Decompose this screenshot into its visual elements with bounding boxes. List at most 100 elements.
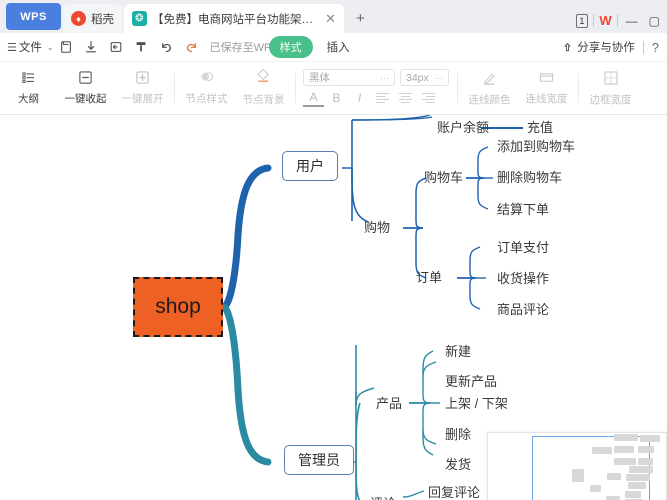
mindmap-node-remove-from-cart[interactable]: 删除购物车 [497,171,562,184]
mindmap-node-reply-comment[interactable]: 回复评论 [428,486,480,499]
ribbon-node-background-button[interactable]: 节点背景 [235,64,292,112]
undo-icon[interactable] [154,36,179,58]
mindmap-node-user-label: 用户 [296,158,324,174]
ribbon-expand-all-button[interactable]: 一键展开 [114,64,171,112]
mindmap-node-admin-label: 管理员 [298,452,340,468]
mindmap-node-order[interactable]: 订单 [416,271,442,284]
wps-home-button[interactable]: WPS [6,3,61,30]
help-icon[interactable]: ? [651,39,659,55]
tab-mindmap[interactable]: ❂ 【免费】电商网站平台功能架构图 ✕ [124,4,344,33]
font-size-value: 34px [406,71,429,84]
format-brush-icon[interactable] [129,36,154,58]
tab-docer-label: 稻壳 [91,13,114,26]
wps-brand-icon[interactable]: W [599,13,612,28]
mindmap-node-add-to-cart[interactable]: 添加到购物车 [497,140,575,153]
mindmap-node-receive-goods[interactable]: 收货操作 [497,272,549,285]
copy-icon[interactable] [54,36,79,58]
ribbon-line-width-label: 连线宽度 [525,93,568,105]
align-right-icon [422,92,435,104]
chevron-down-icon: ⌄ [46,42,54,52]
hamburger-icon: ☰ [7,41,17,54]
mindmap-node-user[interactable]: 用户 [282,151,338,181]
ribbon-line-width-button[interactable]: 连线宽度 [518,64,575,112]
mindmap-node-product-label: 产品 [376,396,403,411]
divider [174,73,175,103]
italic-button[interactable]: I [357,91,362,105]
node-background-icon [256,68,272,89]
menu-bar-right: 分享与协作 ? [561,39,667,55]
ribbon-border-width-button[interactable]: 边框宽度 [582,64,639,112]
share-button[interactable]: 分享与协作 [561,39,635,55]
align-center-button[interactable] [395,89,416,107]
mindmap-canvas[interactable]: shop 用户 管理员 账户余额 充值 购物 购物车 添加到购物车 删除购物车 … [0,115,667,500]
node-style-icon [199,70,215,88]
mindmap-node-product-review[interactable]: 商品评论 [497,303,549,316]
mindmap-node-checkout-label: 结算下单 [497,202,550,217]
ribbon-collapse-all-label: 一键收起 [64,93,107,105]
mindmap-node-cart[interactable]: 购物车 [424,171,463,184]
font-color-button[interactable]: A [303,90,324,107]
mindmap-root-node[interactable]: shop [133,277,223,337]
mindmap-node-shelf-status[interactable]: 上架 / 下架 [445,397,508,410]
minimize-icon[interactable]: — [625,13,638,28]
share-icon [564,42,571,51]
mindmap-node-delete[interactable]: 删除 [445,428,471,441]
ribbon-group-node: 节点样式 节点背景 [178,62,292,114]
mindmap-node-order-payment[interactable]: 订单支付 [497,241,549,254]
ribbon-outline-button[interactable]: 大纲 [0,64,57,112]
tab-docer[interactable]: ♦ 稻壳 [63,4,122,33]
mindmap-node-shelf-status-label: 上架 / 下架 [445,396,508,411]
window-controls: 1 W — ▢ [576,13,667,28]
align-right-button[interactable] [418,89,439,107]
new-tab-button[interactable]: + [356,10,365,27]
font-family-select[interactable]: 黑体 ··· [303,69,395,86]
mindmap-node-update-product[interactable]: 更新产品 [445,375,497,388]
download-icon[interactable] [79,36,104,58]
document-count-badge[interactable]: 1 [576,13,589,28]
minimap-node-marker [606,496,620,500]
bold-button[interactable]: B [332,91,341,105]
mindmap-node-admin[interactable]: 管理员 [284,445,354,475]
align-left-button[interactable] [372,89,393,107]
export-icon[interactable] [104,36,129,58]
ribbon-node-style-label: 节点样式 [185,93,228,105]
maximize-icon[interactable]: ▢ [648,13,660,28]
minimap-node-marker [592,447,612,454]
chevron-down-icon: ··· [434,72,443,83]
mindmap-node-comment[interactable]: 评论 [370,497,396,500]
mindmap-node-checkout[interactable]: 结算下单 [497,203,549,216]
ribbon-collapse-all-button[interactable]: 一键收起 [57,64,114,112]
tab-insert[interactable]: 插入 [326,42,350,54]
mindmap-node-order-payment-label: 订单支付 [497,240,550,255]
minimap-node-marker [628,482,646,489]
mindmap-node-remove-from-cart-label: 删除购物车 [497,170,563,185]
ribbon-expand-all-label: 一键展开 [121,93,164,105]
mindmap-node-shopping-label: 购物 [364,220,391,235]
ribbon-line-color-button[interactable]: 连线颜色 [461,64,518,112]
minimap-panel[interactable] [487,432,667,500]
redo-icon[interactable] [179,36,204,58]
ribbon-node-style-button[interactable]: 节点样式 [178,64,235,112]
mindmap-node-account-balance[interactable]: 账户余额 [437,121,489,134]
close-icon[interactable]: ✕ [325,10,336,26]
tab-style[interactable]: 样式 [268,36,313,58]
mindmap-node-recharge[interactable]: 充值 [527,121,553,134]
ribbon-toolbar: 大纲 一键收起 一键展开 节点样式 [0,62,667,115]
mindmap-icon: ❂ [132,11,147,26]
ribbon-border-width-label: 边框宽度 [589,93,632,106]
align-center-icon [399,92,412,104]
mindmap-node-product[interactable]: 产品 [376,397,402,410]
minimap-node-marker [614,434,638,441]
font-size-select[interactable]: 34px ··· [400,69,449,86]
save-status-label: 已保存至WPS [209,42,279,54]
mindmap-node-create[interactable]: 新建 [445,345,471,358]
ribbon-group-view: 大纲 一键收起 一键展开 [0,62,171,114]
file-menu-button[interactable]: ☰ 文件 ⌄ [7,39,54,55]
minimap-node-marker [607,473,621,480]
mindmap-node-ship[interactable]: 发货 [445,458,471,471]
mindmap-node-delete-label: 删除 [445,427,472,442]
mindmap-node-comment-label: 评论 [370,496,396,500]
minimap-node-marker [625,491,641,498]
mindmap-node-shopping[interactable]: 购物 [364,221,390,234]
minimap-node-marker [638,458,653,465]
